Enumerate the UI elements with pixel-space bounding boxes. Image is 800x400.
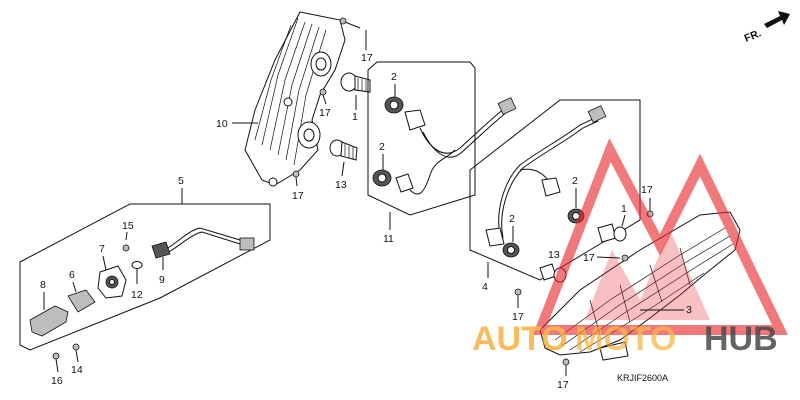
marker-lens-8	[29, 305, 69, 337]
callout-9: 9	[159, 274, 165, 286]
marker-housing-7	[97, 265, 127, 299]
marker-bulb-12	[131, 261, 143, 284]
socket-2-upper-a	[384, 96, 404, 114]
callout-8: 8	[40, 279, 46, 291]
bulb-1-upper	[340, 72, 371, 93]
leader-1-right	[621, 214, 626, 227]
rear-lens-3	[539, 211, 741, 361]
front-direction-indicator: FR.	[743, 11, 790, 45]
leader-7	[102, 255, 107, 271]
callout-17-lower: 17	[292, 190, 304, 202]
callout-2-upper-a: 2	[391, 71, 397, 83]
screw-14	[72, 343, 80, 363]
callout-17-right-mid: 17	[583, 252, 595, 264]
callout-16: 16	[51, 375, 63, 387]
callout-13-upper: 13	[335, 179, 347, 191]
bulb-1-right	[597, 223, 627, 243]
callout-15: 15	[122, 220, 134, 232]
callout-2-right-b: 2	[509, 213, 515, 225]
callout-1-right: 1	[621, 203, 627, 215]
screw-17-bottom	[562, 358, 570, 376]
screw-17-right-mid	[621, 254, 629, 262]
screw-15	[122, 231, 130, 252]
leader-13-upper	[341, 161, 345, 177]
watermark-text-auto: AUTO	[472, 320, 568, 358]
leader-17-right-mid	[596, 256, 621, 259]
screw-upper	[339, 17, 361, 29]
callout-3: 3	[686, 304, 692, 316]
screw-16	[52, 352, 60, 373]
watermark: AUTO MOTO HUB	[472, 137, 788, 358]
screw-17-right-low	[514, 288, 522, 308]
rear-lens-housing	[244, 11, 346, 187]
callout-12: 12	[131, 289, 143, 301]
callout-2-upper-b: 2	[379, 141, 385, 153]
bulb-13-upper	[329, 139, 358, 161]
callout-2-right-a: 2	[572, 175, 578, 187]
marker-socket-9	[151, 227, 255, 270]
leader-6	[72, 281, 77, 293]
callout-5: 5	[178, 175, 184, 187]
callout-7: 7	[99, 243, 105, 255]
group-11-outline	[367, 61, 476, 216]
screw-mid	[319, 88, 327, 105]
callout-14: 14	[71, 364, 83, 376]
direction-label: FR.	[743, 27, 763, 44]
screw-lower	[292, 170, 300, 187]
watermark-text-moto: MOTO	[575, 320, 676, 358]
socket-2-upper-b	[372, 169, 392, 187]
lens-gasket-6	[67, 289, 96, 313]
direction-arrow-icon	[764, 11, 790, 28]
watermark-triangle-inner	[585, 230, 710, 320]
callout-17-mid: 17	[319, 107, 331, 119]
drawing-code: KRJIF2600A	[617, 373, 668, 383]
callout-17-upper: 17	[361, 52, 373, 64]
callout-4: 4	[482, 281, 488, 293]
group-5-outline	[19, 203, 271, 351]
watermark-triangle-left	[532, 137, 788, 335]
wire-harness-4	[485, 105, 607, 247]
callout-6: 6	[69, 269, 75, 281]
callout-17-bottom: 17	[557, 379, 569, 391]
wire-harness-11	[395, 97, 517, 195]
callout-17-right-top: 17	[641, 184, 653, 196]
socket-2-right-b	[502, 242, 520, 258]
callout-17-right-low: 17	[512, 311, 524, 323]
callout-11: 11	[383, 233, 394, 245]
callout-1-upper: 1	[352, 111, 358, 123]
callout-10: 10	[216, 118, 228, 130]
callout-13-right: 13	[548, 249, 560, 261]
watermark-text-hub: HUB	[704, 320, 778, 358]
